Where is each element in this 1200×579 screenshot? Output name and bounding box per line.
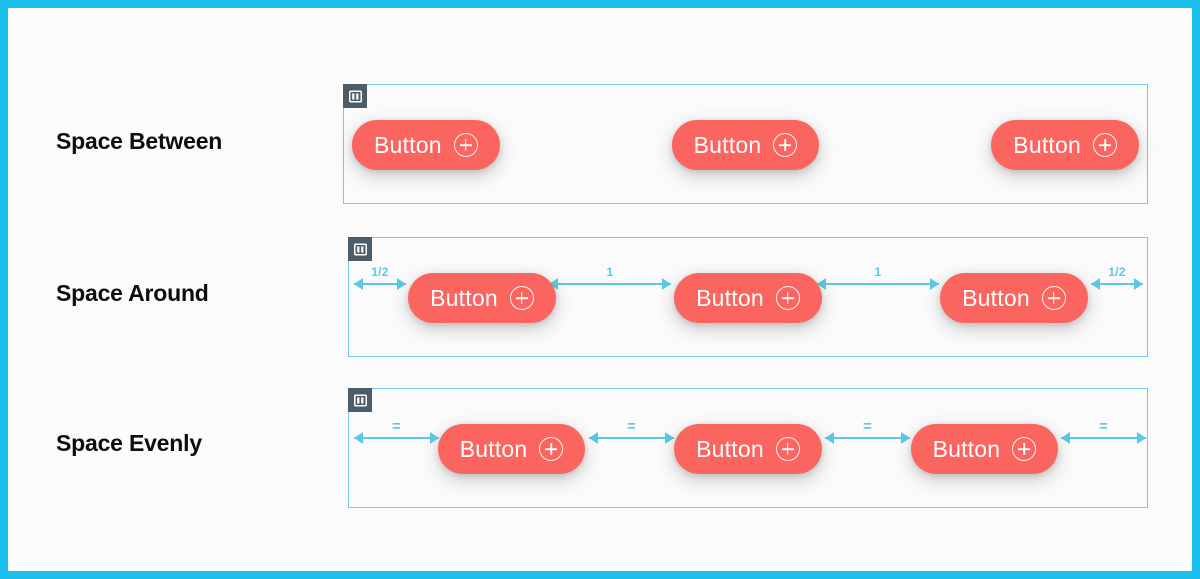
button-space-around-2[interactable]: Button — [674, 273, 822, 323]
button-label: Button — [1013, 131, 1081, 158]
button-label: Button — [932, 435, 1001, 462]
columns-layout-icon[interactable] — [348, 388, 372, 412]
button-space-around-1[interactable]: Button — [408, 273, 556, 323]
button-label: Button — [696, 435, 764, 462]
button-space-evenly-1[interactable]: Button — [437, 424, 586, 474]
columns-layout-icon[interactable] — [348, 237, 372, 261]
flex-track-space-between: Button Button Button — [344, 120, 1147, 170]
button-space-between-2[interactable]: Button — [671, 120, 820, 170]
button-label: Button — [374, 131, 442, 158]
plus-circle-icon — [509, 286, 534, 310]
button-label: Button — [693, 131, 762, 158]
plus-circle-icon — [775, 286, 800, 310]
flex-track-space-around: Button Button Button — [349, 273, 1147, 323]
button-label: Button — [696, 284, 764, 311]
button-space-around-3[interactable]: Button — [940, 273, 1088, 323]
button-label: Button — [459, 435, 528, 462]
row-label-space-between: Space Between — [56, 128, 223, 154]
row-label-space-around: Space Around — [56, 280, 209, 306]
flex-container-space-around: 1/2 1 1 1/2 — [348, 237, 1148, 357]
button-label: Button — [962, 284, 1030, 311]
button-space-evenly-2[interactable]: Button — [674, 424, 822, 474]
plus-circle-icon — [1012, 437, 1037, 461]
row-label-space-evenly: Space Evenly — [56, 430, 202, 456]
plus-circle-icon — [539, 437, 564, 461]
flex-container-space-between: Button Button Button — [343, 84, 1148, 204]
plus-circle-icon — [1092, 133, 1117, 157]
plus-circle-icon — [1041, 286, 1066, 310]
columns-layout-icon[interactable] — [343, 84, 367, 108]
button-space-evenly-3[interactable]: Button — [910, 424, 1059, 474]
plus-circle-icon — [775, 437, 800, 461]
button-space-between-1[interactable]: Button — [352, 120, 500, 170]
flex-container-space-evenly: = = = = — [348, 388, 1148, 508]
button-label: Button — [430, 284, 498, 311]
plus-circle-icon — [453, 133, 478, 157]
flex-track-space-evenly: Button Button Button — [349, 424, 1147, 474]
plus-circle-icon — [773, 133, 798, 157]
button-space-between-3[interactable]: Button — [991, 120, 1139, 170]
canvas: Space Between Button Button — [8, 8, 1192, 571]
